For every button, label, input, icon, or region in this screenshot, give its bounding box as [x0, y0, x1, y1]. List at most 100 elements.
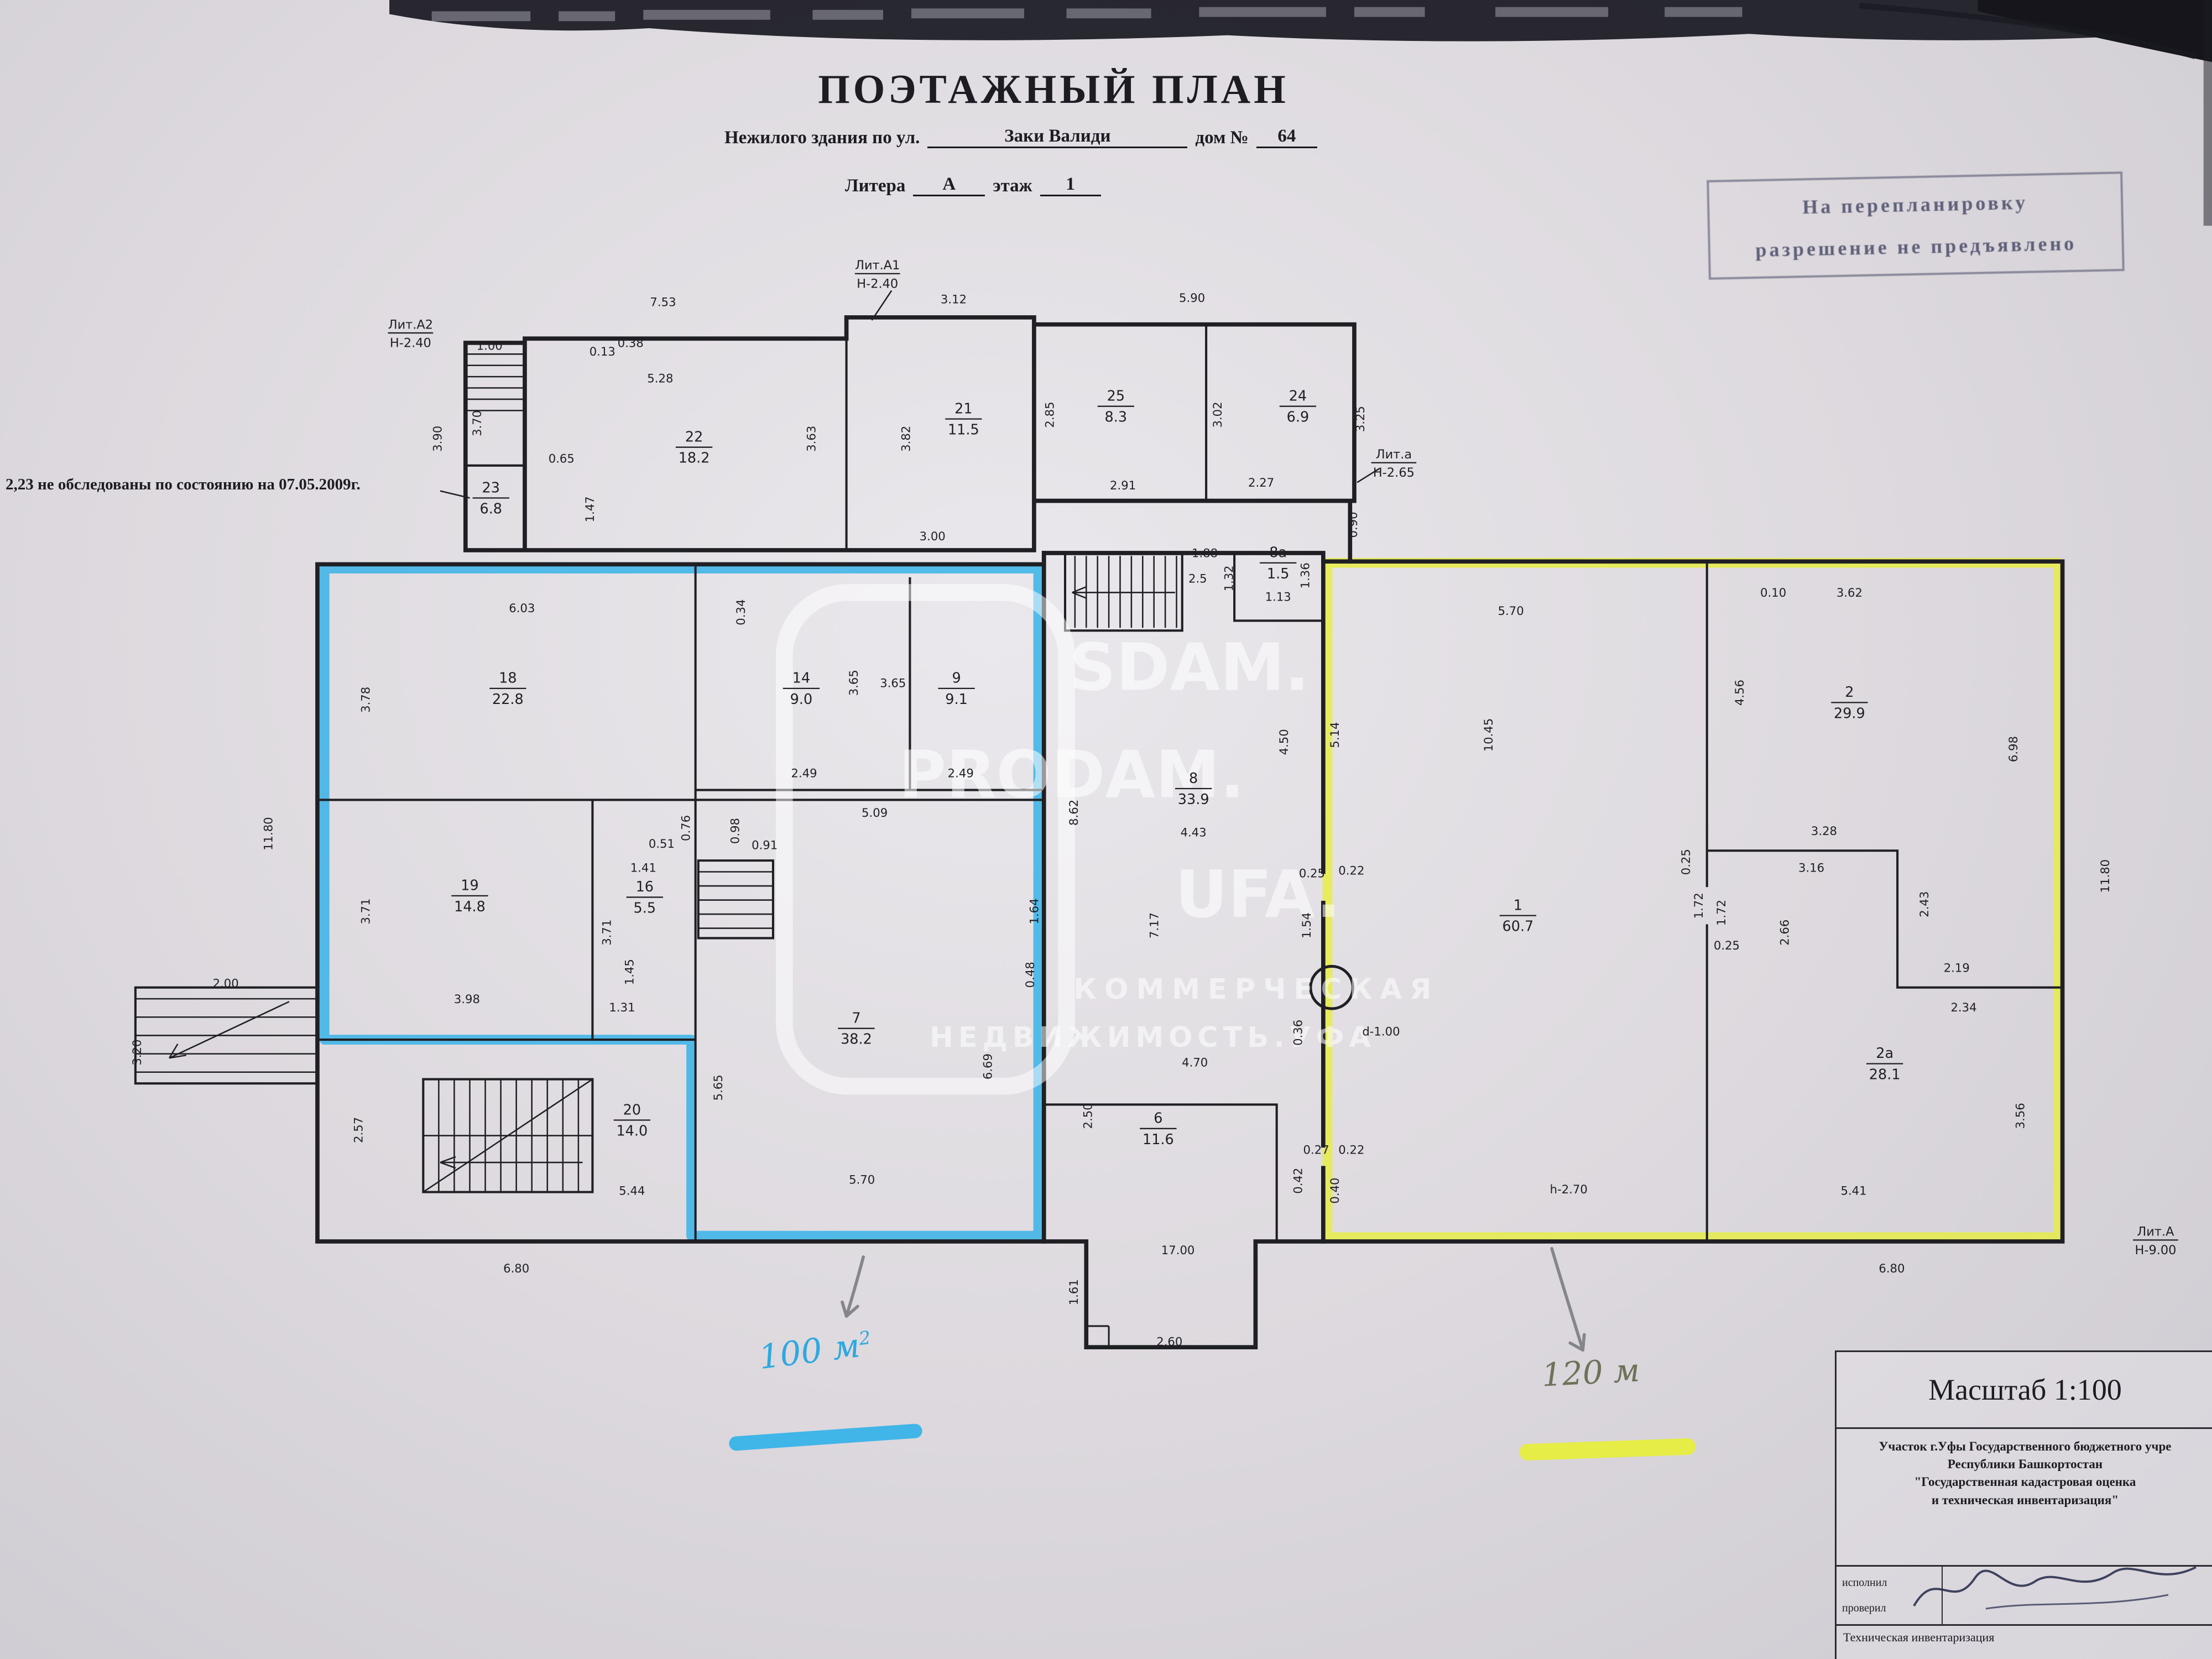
- room-number: 24: [1289, 388, 1307, 404]
- room-number: 2а: [1876, 1045, 1893, 1062]
- org-line: Участок г.Уфы Государственного бюджетног…: [1879, 1439, 2172, 1453]
- room-area: 14.8: [454, 899, 486, 915]
- dimension-label: 0.76: [679, 815, 692, 841]
- dimension-label: 6.80: [1879, 1261, 1905, 1275]
- room-area: 29.9: [1834, 705, 1865, 722]
- yellow-area-note: 120 м: [1541, 1351, 1641, 1394]
- dimension-label: 4.50: [1277, 729, 1291, 755]
- litera-height: Н-2.40: [390, 336, 431, 351]
- pencil-arrows: [841, 1246, 1586, 1352]
- dimension-label: 0.48: [1023, 962, 1037, 988]
- room-number: 6: [1154, 1110, 1162, 1127]
- litera-height: Н-2.40: [857, 276, 898, 291]
- dimension-label: 1.13: [1265, 590, 1291, 604]
- dimension-label: 3.98: [454, 992, 480, 1006]
- arrow-to-blue-note: [841, 1255, 865, 1318]
- room-number: 25: [1107, 388, 1125, 404]
- room-number: 18: [499, 670, 517, 687]
- room-area: 1.5: [1267, 566, 1290, 582]
- dimension-label: 3.71: [600, 920, 614, 946]
- watermark-small-text: КОММЕРЧЕСКАЯ: [1073, 973, 1439, 1006]
- dimension-label: 5.41: [1840, 1184, 1866, 1198]
- watermark-big-text: UFA.: [1175, 857, 1341, 932]
- dimension-label: 5.90: [1179, 291, 1205, 305]
- dimension-label: 2.27: [1248, 476, 1274, 489]
- checker-label: проверил: [1842, 1601, 1886, 1614]
- room-area: 11.5: [948, 422, 979, 439]
- dimension-label: 1.31: [609, 1000, 635, 1014]
- dimension-label: 5.44: [619, 1184, 645, 1198]
- dimension-label: 5.70: [1498, 604, 1524, 618]
- room-number: 8а: [1269, 545, 1287, 561]
- dimension-label: d-1.00: [1362, 1024, 1400, 1038]
- dimension-label: 0.13: [589, 345, 615, 358]
- arrow-to-yellow-note: [1550, 1246, 1586, 1352]
- dimension-label: 2.57: [352, 1117, 366, 1143]
- dimension-label: 1.32: [1222, 565, 1236, 591]
- litera-height: Н-9.00: [2135, 1243, 2176, 1258]
- dimension-label: 3.12: [941, 292, 967, 306]
- org-line: "Государственная кадастровая оценка: [1914, 1475, 2136, 1489]
- dimension-label: 0.91: [752, 838, 778, 852]
- dimension-label: 0.98: [728, 818, 742, 844]
- signature-row: исполнил проверил: [1837, 1565, 2212, 1624]
- litera-annotation: Лит.а: [1376, 447, 1412, 462]
- walls-outer: [315, 315, 2065, 1350]
- dimension-label: 1.36: [1298, 562, 1312, 588]
- dimension-label: h-2.70: [1550, 1182, 1588, 1196]
- dimension-label: 0.90: [1346, 512, 1360, 538]
- dimension-label: 6.03: [509, 601, 535, 615]
- room-area: 6.9: [1287, 409, 1310, 426]
- dimension-label: 17.00: [1161, 1243, 1195, 1257]
- dimension-label: 0.36: [1291, 1020, 1305, 1046]
- litera-annotation: Лит.А1: [855, 258, 900, 273]
- litera-floor-line: Литера А этаж 1: [845, 174, 1101, 196]
- dimension-label: 1.64: [1027, 898, 1041, 924]
- room-area: 28.1: [1869, 1067, 1901, 1083]
- dimension-label: 0.27: [1303, 1143, 1329, 1157]
- dimension-label: 1.72: [1714, 900, 1728, 926]
- dimension-label: 10.45: [1481, 718, 1495, 752]
- dimension-label: 3.63: [804, 426, 818, 452]
- watermark: SDAM.PRODAM.UFA.КОММЕРЧЕСКАЯНЕДВИЖИМОСТЬ…: [776, 584, 1439, 1095]
- dimension-label: 0.40: [1328, 1178, 1342, 1204]
- dimension-label: 2.49: [948, 766, 974, 780]
- dimension-label: 2.91: [1110, 478, 1136, 492]
- scale-label: Масштаб 1:100: [1837, 1352, 2212, 1429]
- litera-annotation: Лит.А: [2137, 1225, 2174, 1239]
- dimension-label: 2.43: [1917, 891, 1931, 917]
- floor-label: этаж: [993, 176, 1032, 196]
- permission-stamp: На перепланировку разрешение не предъявл…: [1707, 171, 2125, 280]
- dimension-label: 0.34: [734, 599, 748, 625]
- dimension-label: 3.65: [847, 670, 860, 696]
- dimension-label: 1.72: [1692, 893, 1705, 919]
- room-number: 21: [954, 400, 972, 417]
- dimension-label: 8.62: [1067, 800, 1081, 826]
- house-label: дом №: [1195, 128, 1249, 148]
- dimension-label: 1.54: [1300, 912, 1313, 938]
- room-number: 9: [952, 670, 961, 687]
- dimension-label: 2.34: [1950, 1000, 1976, 1014]
- dimension-label: 3.71: [358, 898, 372, 924]
- stamp-line2: разрешение не предъявлено: [1755, 232, 2077, 262]
- executor-label: исполнил: [1842, 1576, 1887, 1589]
- house-number: 64: [1256, 126, 1317, 148]
- dimension-label: 2.49: [791, 766, 817, 780]
- room-number: 19: [461, 878, 478, 894]
- dimension-label: 0.51: [649, 837, 675, 851]
- dimension-label: 4.43: [1181, 826, 1207, 839]
- org-line: и техническая инвентаризация": [1931, 1493, 2119, 1507]
- dimension-label: 5.09: [862, 806, 888, 820]
- walls-inner: [134, 323, 2064, 1243]
- dimension-label: 3.70: [470, 410, 484, 436]
- dimension-label: 0.10: [1760, 586, 1786, 599]
- survey-note: 2,23 не обследованы по состоянию на 07.0…: [6, 476, 361, 493]
- dimension-label: 1.47: [583, 496, 597, 522]
- org-line: Республики Башкортостан: [1947, 1457, 2103, 1472]
- dimension-label: 3.78: [358, 687, 372, 713]
- dimension-label: 5.14: [1328, 722, 1342, 748]
- room-area: 6.8: [479, 501, 502, 518]
- dimension-label: 0.38: [618, 336, 644, 350]
- room-number: 7: [852, 1010, 860, 1026]
